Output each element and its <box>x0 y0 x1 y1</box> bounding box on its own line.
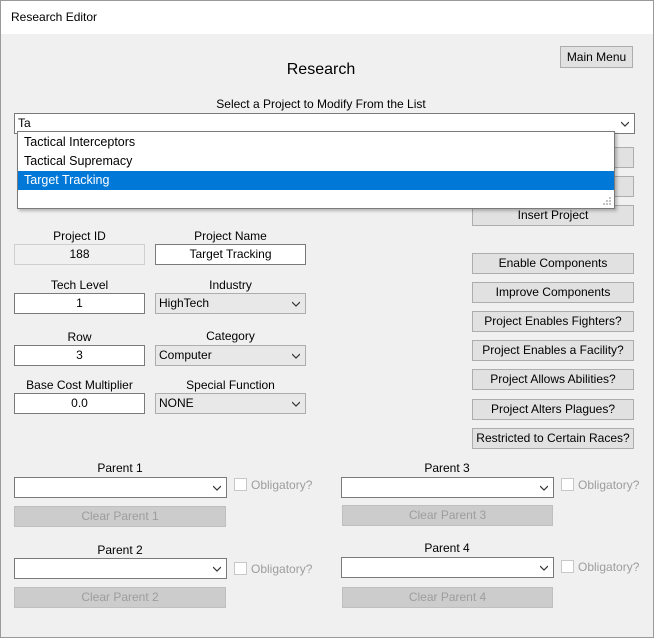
select-project-label: Select a Project to Modify From the List <box>216 97 426 111</box>
industry-value: HighTech <box>159 296 210 310</box>
alters-plagues-button[interactable]: Project Alters Plagues? <box>472 399 634 420</box>
parent-1-obligatory-label: Obligatory? <box>251 478 313 492</box>
special-function-value: NONE <box>159 396 194 410</box>
project-name-field[interactable]: Target Tracking <box>155 244 306 265</box>
project-search-input[interactable]: Ta <box>18 116 31 130</box>
row-field[interactable]: 3 <box>14 345 145 366</box>
restricted-races-button[interactable]: Restricted to Certain Races? <box>472 428 634 449</box>
clear-parent-4-button[interactable]: Clear Parent 4 <box>342 587 553 608</box>
parent-2-label: Parent 2 <box>97 543 143 557</box>
parent-4-label: Parent 4 <box>424 541 470 555</box>
dropdown-item[interactable]: Tactical Interceptors <box>24 135 136 149</box>
enables-fighters-button[interactable]: Project Enables Fighters? <box>472 311 634 332</box>
project-name-label: Project Name <box>194 229 267 243</box>
industry-label: Industry <box>209 278 252 292</box>
chevron-down-icon[interactable] <box>621 120 629 128</box>
chevron-down-icon[interactable] <box>540 564 548 572</box>
special-function-select[interactable]: NONE <box>155 393 306 414</box>
enable-components-button[interactable]: Enable Components <box>472 253 634 274</box>
main-menu-button[interactable]: Main Menu <box>560 46 633 68</box>
row-label: Row <box>67 330 92 344</box>
window-title: Research Editor <box>11 10 98 24</box>
category-label: Category <box>206 329 255 343</box>
clear-parent-3-button[interactable]: Clear Parent 3 <box>342 505 553 526</box>
chevron-down-icon[interactable] <box>292 300 300 308</box>
special-function-label: Special Function <box>186 378 275 392</box>
parent-4-obligatory-checkbox[interactable] <box>561 560 574 573</box>
parent-3-select[interactable] <box>341 477 554 498</box>
parent-1-select[interactable] <box>14 477 227 498</box>
project-id-label: Project ID <box>53 229 106 243</box>
dropdown-item-selected[interactable]: Target Tracking <box>18 171 614 190</box>
category-select[interactable]: Computer <box>155 345 306 366</box>
parent-2-obligatory-label: Obligatory? <box>251 562 313 576</box>
parent-3-label: Parent 3 <box>424 461 470 475</box>
page-title: Research <box>286 61 356 78</box>
dropdown-item[interactable]: Tactical Supremacy <box>24 154 133 168</box>
parent-2-obligatory-checkbox[interactable] <box>234 562 247 575</box>
chevron-down-icon[interactable] <box>213 565 221 573</box>
industry-select[interactable]: HighTech <box>155 293 306 314</box>
parent-4-select[interactable] <box>341 557 554 578</box>
allows-abilities-button[interactable]: Project Allows Abilities? <box>472 369 634 390</box>
chevron-down-icon[interactable] <box>292 352 300 360</box>
parent-2-select[interactable] <box>14 558 227 579</box>
improve-components-button[interactable]: Improve Components <box>472 282 634 303</box>
project-dropdown-list: Tactical Interceptors Tactical Supremacy… <box>17 131 615 209</box>
category-value: Computer <box>159 348 212 362</box>
base-cost-label: Base Cost Multiplier <box>26 378 133 392</box>
base-cost-field[interactable]: 0.0 <box>14 393 145 414</box>
parent-1-obligatory-checkbox[interactable] <box>234 478 247 491</box>
parent-3-obligatory-label: Obligatory? <box>578 478 640 492</box>
parent-4-obligatory-label: Obligatory? <box>578 560 640 574</box>
clear-parent-1-button[interactable]: Clear Parent 1 <box>14 506 226 527</box>
tech-level-label: Tech Level <box>50 278 109 292</box>
chevron-down-icon[interactable] <box>213 484 221 492</box>
parent-3-obligatory-checkbox[interactable] <box>561 478 574 491</box>
enables-facility-button[interactable]: Project Enables a Facility? <box>472 340 634 361</box>
resize-grip-icon[interactable] <box>602 196 612 206</box>
title-bar: Research Editor <box>1 1 653 34</box>
clear-parent-2-button[interactable]: Clear Parent 2 <box>14 587 226 608</box>
parent-1-label: Parent 1 <box>97 461 143 475</box>
project-id-field: 188 <box>14 244 145 265</box>
chevron-down-icon[interactable] <box>292 400 300 408</box>
tech-level-field[interactable]: 1 <box>14 293 145 314</box>
chevron-down-icon[interactable] <box>540 484 548 492</box>
